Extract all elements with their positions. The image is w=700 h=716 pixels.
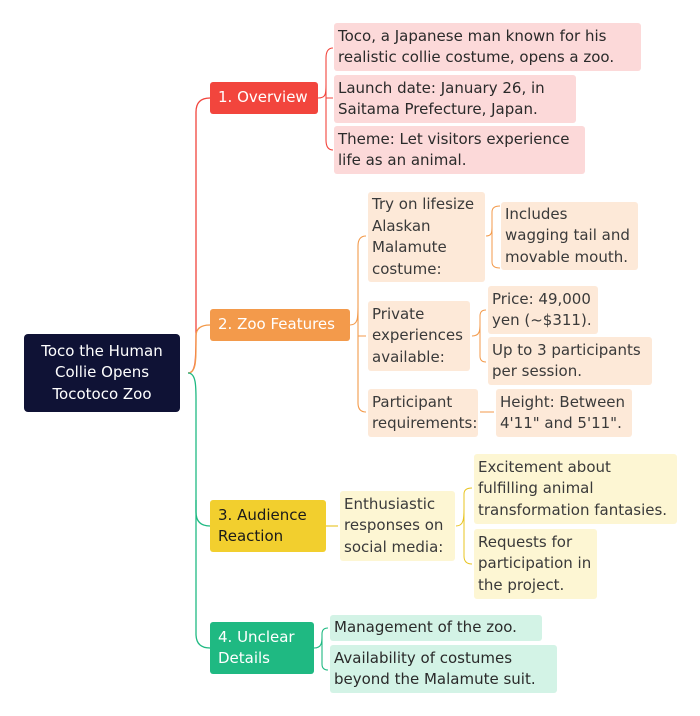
connector-root-overview [187, 97, 211, 374]
branch-zoo-features[interactable]: 2. Zoo Features [210, 309, 350, 341]
branch-overview-label: 1. Overview [218, 88, 308, 107]
overview-item-3[interactable]: Theme: Let visitors experience life as a… [334, 126, 585, 174]
bracket-costume [485, 205, 501, 269]
branch-zoo-features-label: 2. Zoo Features [218, 315, 335, 334]
branch-unclear-details[interactable]: 4. Unclear Details [210, 622, 314, 674]
bracket-features [349, 235, 367, 413]
feature-requirements[interactable]: Participant requirements: [368, 389, 478, 437]
branch-unclear-details-label: 4. Unclear Details [218, 627, 295, 668]
connector-root-unclear [195, 500, 211, 649]
feature-private-participants[interactable]: Up to 3 participants per session. [488, 337, 652, 385]
root-topic[interactable]: Toco the Human Collie Opens Tocotoco Zoo [24, 334, 180, 412]
feature-private-price[interactable]: Price: 49,000 yen (~$311). [488, 286, 598, 334]
feature-costume[interactable]: Try on lifesize Alaskan Malamute costume… [368, 192, 485, 282]
feature-costume-detail[interactable]: Includes wagging tail and movable mouth. [501, 202, 638, 270]
feature-private[interactable]: Private experiences available: [368, 301, 470, 371]
root-topic-label: Toco the Human Collie Opens Tocotoco Zoo [41, 341, 163, 403]
unclear-availability[interactable]: Availability of costumes beyond the Mala… [330, 645, 557, 693]
bracket-overview [317, 47, 334, 151]
feature-requirements-height[interactable]: Height: Between 4'11" and 5'11". [496, 389, 632, 437]
reaction-social[interactable]: Enthusiastic responses on social media: [340, 491, 455, 561]
bracket-private [471, 309, 487, 363]
unclear-management[interactable]: Management of the zoo. [330, 615, 542, 641]
branch-audience-reaction[interactable]: 3. Audience Reaction [210, 500, 326, 552]
reaction-excitement[interactable]: Excitement about fulfilling animal trans… [474, 454, 677, 524]
bracket-unclear [313, 627, 329, 671]
overview-item-2[interactable]: Launch date: January 26, in Saitama Pref… [334, 75, 576, 123]
connector-root-reaction [187, 372, 211, 527]
branch-overview[interactable]: 1. Overview [210, 82, 318, 114]
connector-root-features [187, 324, 211, 374]
reaction-requests[interactable]: Requests for participation in the projec… [474, 529, 597, 599]
branch-audience-reaction-label: 3. Audience Reaction [218, 505, 307, 546]
overview-item-1[interactable]: Toco, a Japanese man known for his reali… [334, 23, 641, 71]
bracket-social [455, 487, 473, 565]
